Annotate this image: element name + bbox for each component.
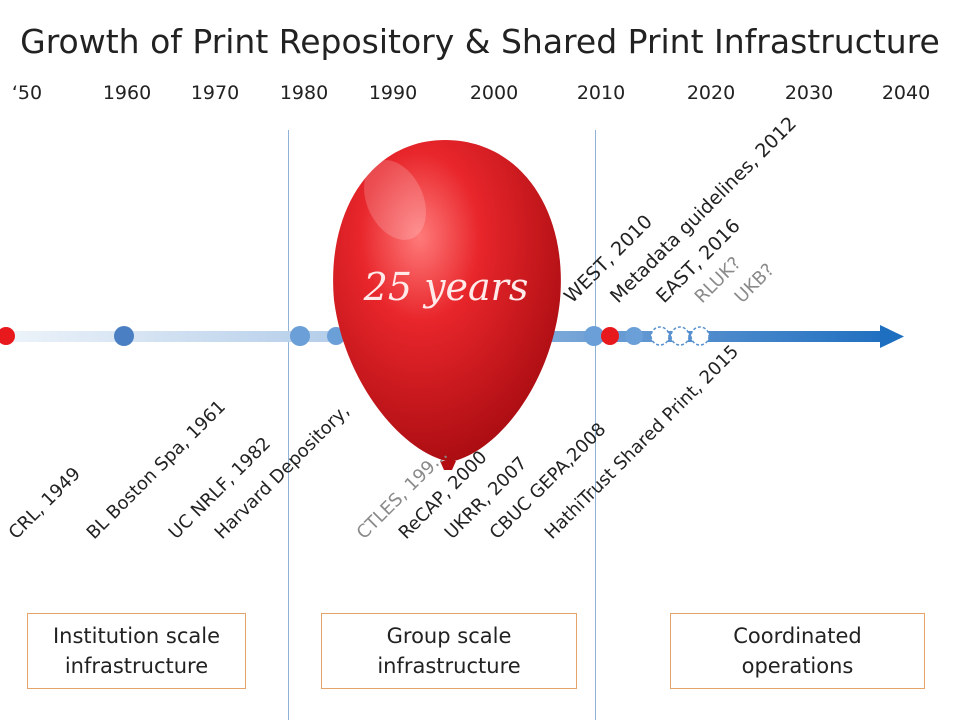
category-line: Coordinated [733,624,862,648]
category-line: infrastructure [377,654,521,678]
era-divider-line [288,130,289,720]
category-line: Group scale [386,624,512,648]
future-milestone-dot [670,326,690,346]
category-box-coordinated: Coordinated operations [670,613,925,689]
balloon [333,140,561,470]
milestone-dot [584,326,604,346]
year-label: 2030 [784,82,834,104]
future-milestone-dot [650,326,670,346]
year-label: 2000 [469,82,519,104]
era-divider-line [595,130,596,720]
year-label: 2010 [576,82,626,104]
milestone-dot [0,327,15,345]
category-box-institution: Institution scale infrastructure [27,613,246,689]
future-milestone-dot [690,326,710,346]
category-line: infrastructure [64,654,209,678]
balloon-highlight [364,160,426,240]
milestone-dot [114,326,134,346]
category-line: Institution scale [52,624,221,648]
year-label: 1960 [102,82,152,104]
timeline-arrowhead [880,325,904,348]
year-label: 1970 [190,82,240,104]
milestone-dot [625,327,643,345]
category-line: operations [741,654,854,678]
balloon-knot [440,461,456,470]
milestone-dot [290,326,310,346]
diagram-title: Growth of Print Repository & Shared Prin… [20,22,940,61]
year-label: 2020 [686,82,736,104]
event-label-below: CRL, 1949 [5,463,85,543]
event-label-below: BL Boston Spa, 1961 [83,396,230,543]
balloon-text: 25 years [363,265,529,309]
milestone-dot [601,327,619,345]
year-label: 1990 [368,82,418,104]
category-box-group: Group scale infrastructure [321,613,577,689]
year-label: ‘50 [11,82,43,104]
balloon-body [333,140,561,462]
year-label: 1980 [279,82,329,104]
year-label: 2040 [881,82,931,104]
